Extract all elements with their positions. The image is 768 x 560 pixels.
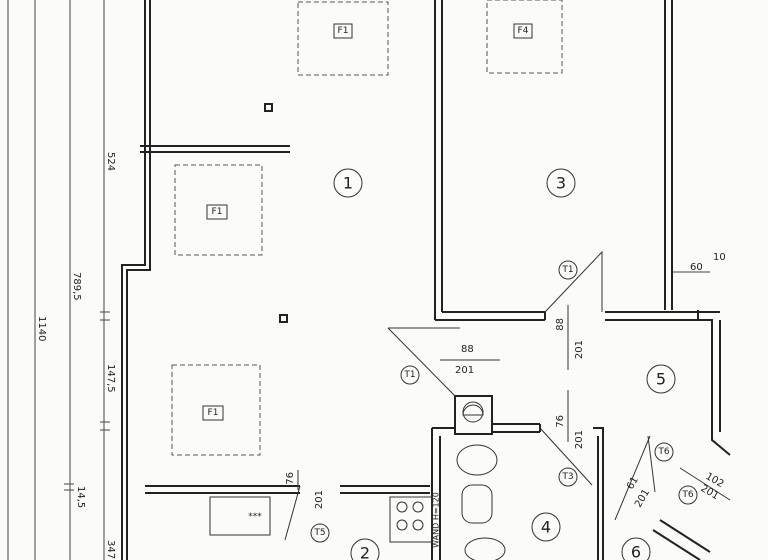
door-88-b-height: 201 [574,340,585,359]
walls [121,0,731,560]
door-tags: T1 T1 T3 T5 T6 T6 [310,260,698,543]
tag-t5: T5 [313,528,325,538]
tag-t6-a: T6 [657,447,669,457]
stove-marks: *** [248,512,262,522]
dim-14-5: 14,5 [75,486,86,508]
tag-t6-b: T6 [681,490,693,500]
dimension-labels: 524 789,5 1140 147,5 14,5 347 60 10 [36,152,726,559]
dim-60: 60 [690,262,703,273]
room-numbers: 1 2 3 4 5 6 [333,168,676,560]
dim-10: 10 [713,252,726,263]
door-76-a-width: 76 [555,415,566,428]
dim-524: 524 [105,152,116,171]
door-88-b-width: 88 [555,318,566,331]
room-5: 5 [656,370,666,389]
fixture-f4: F4 [518,26,529,36]
fixture-f1-b: F1 [212,207,223,217]
dimension-lines [7,0,710,560]
wand-label: WAND H=120 [432,492,441,548]
dim-1140: 1140 [36,316,47,341]
room-3: 3 [556,174,566,193]
door-76-b-width: 76 [285,472,296,485]
room-4: 4 [541,518,551,537]
dim-147-5: 147,5 [105,364,116,393]
ceiling-fixtures [171,0,563,456]
fixture-f1-c: F1 [208,408,219,418]
sanitary-fixtures [209,444,506,560]
dim-347: 347 [105,540,116,559]
door-sizes: 88 201 88 201 76 201 76 201 61 201 102 2… [285,318,726,510]
door-76-a-height: 201 [574,430,585,449]
chimney-outline [462,401,484,423]
chimney-icon [462,404,484,416]
room-1: 1 [343,174,353,193]
tag-t3: T3 [561,472,573,482]
door-88-a-width: 88 [461,344,474,355]
door-76-b-height: 201 [314,490,325,509]
room-2: 2 [360,544,370,560]
tag-t1-b: T1 [403,370,415,380]
door-88-a-height: 201 [455,365,474,376]
door-swings [284,250,731,541]
tag-t1-a: T1 [561,265,573,275]
dim-789-5: 789,5 [71,272,82,301]
fixture-f1-a: F1 [338,26,349,36]
door-61-height: 201 [633,487,652,509]
room-6: 6 [631,543,641,560]
